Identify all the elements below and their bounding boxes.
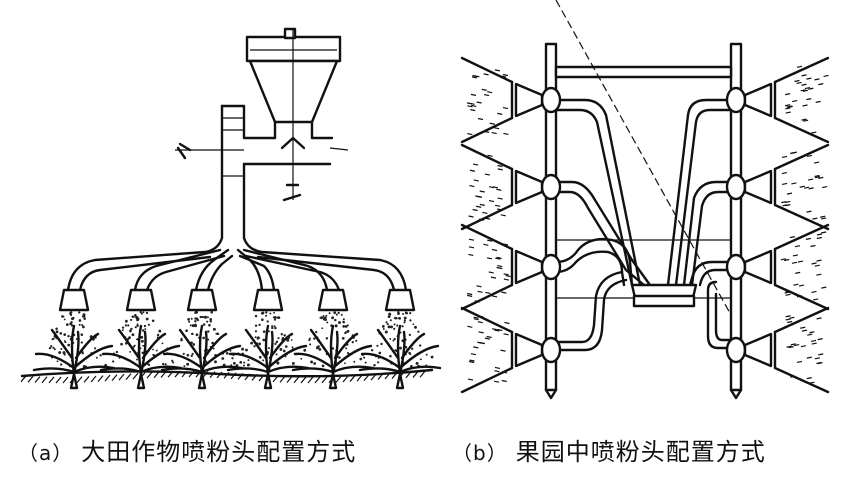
nozzle-a-6 [384, 288, 416, 312]
clamp-right [725, 253, 747, 281]
plant [160, 324, 244, 390]
caption-b-label: （b） [452, 441, 508, 465]
clamp-right [725, 336, 747, 364]
nozzle-a-1 [58, 288, 90, 312]
clamp-right [725, 86, 747, 114]
nozzle-left [514, 332, 544, 368]
nozzle-left [514, 169, 544, 205]
top-crossbar [554, 65, 733, 79]
nozzle-columns-b [460, 56, 830, 400]
nozzle-right [743, 82, 773, 118]
nozzle-left [514, 249, 544, 285]
left-post [544, 42, 558, 392]
caption-a: （a） 大田作物喷粉头配置方式 [18, 432, 356, 467]
panel-a-diagram [20, 27, 442, 390]
nozzle-a-4 [252, 288, 284, 312]
clamp-left [540, 173, 562, 201]
plant [226, 324, 310, 390]
clamp-left [540, 253, 562, 281]
caption-b-text: 果园中喷粉头配置方式 [515, 438, 766, 466]
caption-a-label: （a） [18, 441, 74, 465]
nozzle-a-3 [186, 288, 218, 312]
clamp-right [725, 173, 747, 201]
caption-b: （b） 果园中喷粉头配置方式 [452, 432, 766, 467]
plant [358, 324, 442, 390]
right-post [729, 42, 743, 392]
nozzle-right [743, 169, 773, 205]
nozzle-a-2 [125, 288, 157, 312]
nozzle-right [743, 249, 773, 285]
nozzle-right [743, 332, 773, 368]
clamp-left [540, 336, 562, 364]
panel-b-diagram [460, 0, 830, 400]
powder-hopper [245, 27, 342, 200]
powder-spray-a [48, 310, 434, 369]
caption-a-text: 大田作物喷粉头配置方式 [81, 438, 357, 466]
nozzle-left [514, 82, 544, 118]
plant [291, 324, 375, 390]
clamp-left [540, 86, 562, 114]
manifold [66, 188, 408, 292]
nozzle-row-a [58, 288, 416, 312]
air-duct [175, 104, 349, 202]
nozzle-a-5 [317, 288, 349, 312]
ground-hatch [20, 370, 426, 384]
hoses [554, 98, 733, 352]
plant [32, 324, 116, 390]
